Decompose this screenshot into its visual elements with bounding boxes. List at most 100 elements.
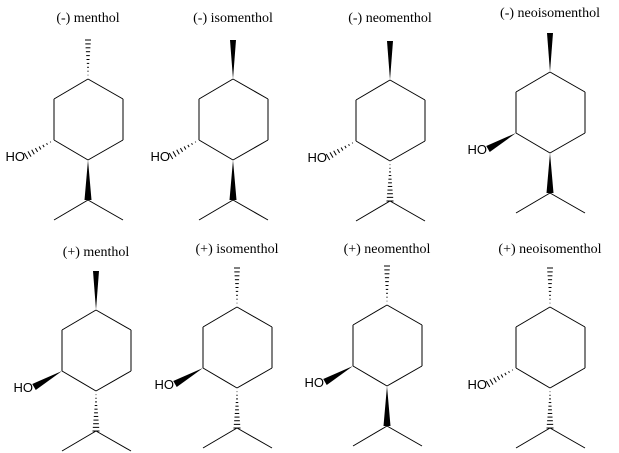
isopropyl-methyl-bond <box>515 427 551 449</box>
cyclohexane-ring <box>515 71 586 154</box>
hydroxyl-hash-bond <box>168 141 197 160</box>
cyclohexane-ring <box>202 306 273 389</box>
hydroxyl-label: HO <box>6 149 26 164</box>
cyclohexane-ring <box>61 309 132 392</box>
ring-bond <box>355 79 391 101</box>
ring-bond <box>352 365 388 387</box>
isopropyl-methyl-bond <box>352 425 388 447</box>
ring-bond <box>61 309 97 331</box>
molecule-title: (+) neoisomenthol <box>498 242 601 257</box>
isopropyl-methyl-bond <box>87 199 124 221</box>
molecule-title: (+) menthol <box>63 245 130 260</box>
molecule-title: (+) isomenthol <box>196 242 279 257</box>
isopropyl-hash-bond <box>92 394 100 432</box>
isopropyl-wedge-bond <box>546 153 554 193</box>
ring-bond <box>386 365 423 387</box>
isopropyl-wedge-bond <box>84 160 92 200</box>
ring-bond <box>202 306 238 328</box>
ring-bond <box>515 132 551 154</box>
isopropyl-methyl-bond <box>549 192 586 214</box>
hydroxyl-wedge-bond <box>323 366 353 386</box>
isopropyl-wedge-bond <box>383 386 391 426</box>
ring-bond <box>549 367 586 389</box>
isopropyl-methyl-bond <box>386 425 423 447</box>
ring-bond <box>95 370 132 392</box>
ring-bond <box>515 306 551 328</box>
cyclohexane-ring <box>198 78 269 161</box>
hydroxyl-label: HO <box>151 149 171 164</box>
ring-bond <box>515 367 551 389</box>
ring-bond <box>202 367 238 389</box>
isopropyl-methyl-bond <box>95 430 132 452</box>
isopropyl-hash-bond <box>233 391 241 429</box>
hydroxyl-label: HO <box>468 377 488 392</box>
ring-bond <box>53 78 89 100</box>
ring-bond <box>87 139 124 161</box>
isopropyl-methyl-bond <box>549 427 586 449</box>
isopropyl-methyl-bond <box>232 199 269 221</box>
ring-bond <box>236 367 273 389</box>
hydroxyl-hash-bond <box>325 142 354 161</box>
molecule-title: (-) neoisomenthol <box>500 6 600 21</box>
isopropyl-methyl-bond <box>515 192 551 214</box>
ring-bond <box>87 78 124 100</box>
methyl-wedge-bond <box>547 33 553 72</box>
ring-bond <box>95 309 132 331</box>
ring-bond <box>352 304 388 326</box>
hydroxyl-wedge-bond <box>32 371 62 391</box>
ring-bond <box>549 132 586 154</box>
isopropyl-hash-bond <box>386 164 394 202</box>
cyclohexane-ring <box>352 304 423 387</box>
ring-bond <box>198 78 234 100</box>
isopropyl-wedge-bond <box>229 160 237 200</box>
ring-bond <box>232 78 269 100</box>
cyclohexane-ring <box>53 78 124 161</box>
isopropyl-methyl-bond <box>202 427 238 449</box>
methyl-hash-bond <box>384 265 390 302</box>
methyl-wedge-bond <box>230 40 236 79</box>
ring-bond <box>53 139 89 161</box>
isopropyl-methyl-bond <box>355 200 391 222</box>
isopropyl-methyl-bond <box>389 200 426 222</box>
ring-bond <box>515 71 551 93</box>
hydroxyl-label: HO <box>308 150 328 165</box>
methyl-hash-bond <box>85 39 91 76</box>
cyclohexane-ring <box>515 306 586 389</box>
ring-bond <box>236 306 273 328</box>
hydroxyl-hash-bond <box>23 141 52 160</box>
hydroxyl-hash-bond <box>485 369 514 388</box>
hydroxyl-label: HO <box>305 375 325 390</box>
methyl-wedge-bond <box>93 271 99 310</box>
molecule-title: (-) menthol <box>56 11 119 26</box>
hydroxyl-label: HO <box>468 142 488 157</box>
ring-bond <box>232 139 269 161</box>
molecule-title: (+) neomenthol <box>344 242 431 257</box>
isopropyl-hash-bond <box>546 391 554 429</box>
isopropyl-methyl-bond <box>53 199 89 221</box>
methyl-hash-bond <box>547 267 553 304</box>
cyclohexane-ring <box>355 79 426 162</box>
ring-bond <box>355 140 391 162</box>
ring-bond <box>549 71 586 93</box>
methyl-wedge-bond <box>387 41 393 80</box>
hydroxyl-wedge-bond <box>486 133 516 153</box>
molecule-title: (-) isomenthol <box>193 11 273 26</box>
ring-bond <box>389 140 426 162</box>
hydroxyl-label: HO <box>14 380 34 395</box>
molecule-title: (-) neomenthol <box>348 11 432 26</box>
hydroxyl-wedge-bond <box>173 368 203 388</box>
methyl-hash-bond <box>234 267 240 304</box>
isopropyl-methyl-bond <box>236 427 273 449</box>
isopropyl-methyl-bond <box>61 430 97 452</box>
hydroxyl-label: HO <box>155 377 175 392</box>
ring-bond <box>386 304 423 326</box>
